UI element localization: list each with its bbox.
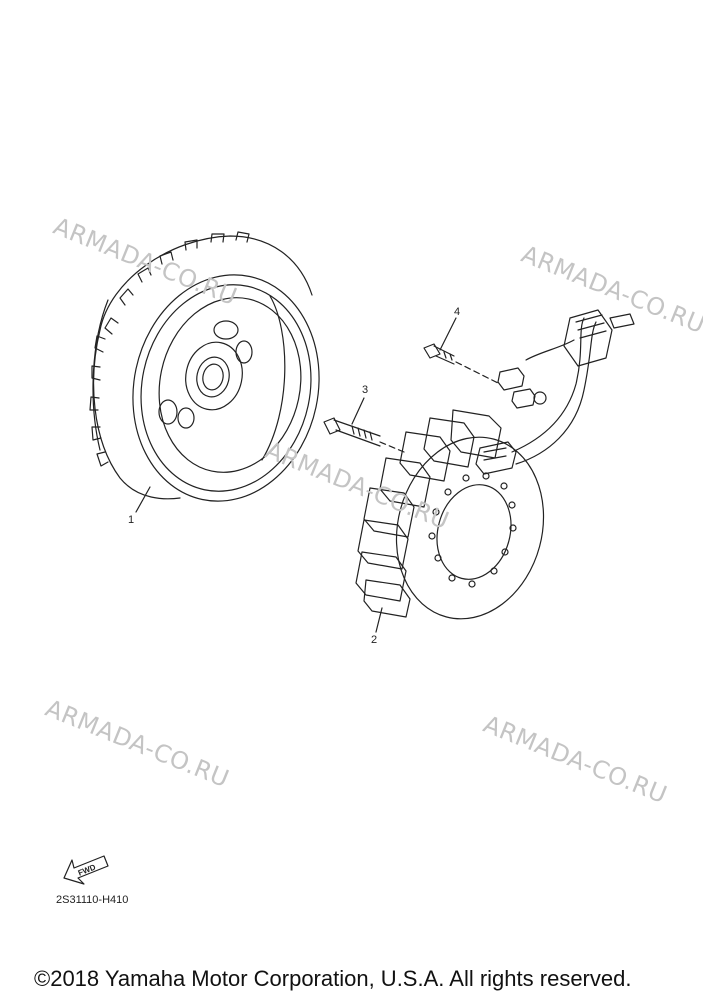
callout-part-2: 2 [371,634,378,646]
callout-part-1: 1 [128,514,135,526]
flywheel-rotor [89,231,320,502]
fwd-arrow-icon [63,855,109,885]
diagram-code: 2S31110-H410 [56,894,129,906]
fwd-label: FWD [77,862,97,877]
screw-part-4 [423,343,501,385]
bolt-part-3 [323,417,405,453]
callout-part-4: 4 [454,306,461,318]
fwd-text: FWD [77,862,97,877]
callout-part-3: 3 [362,384,369,396]
copyright-text: ©2018 Yamaha Motor Corporation, U.S.A. A… [34,966,632,991]
stator-assembly [355,309,635,620]
